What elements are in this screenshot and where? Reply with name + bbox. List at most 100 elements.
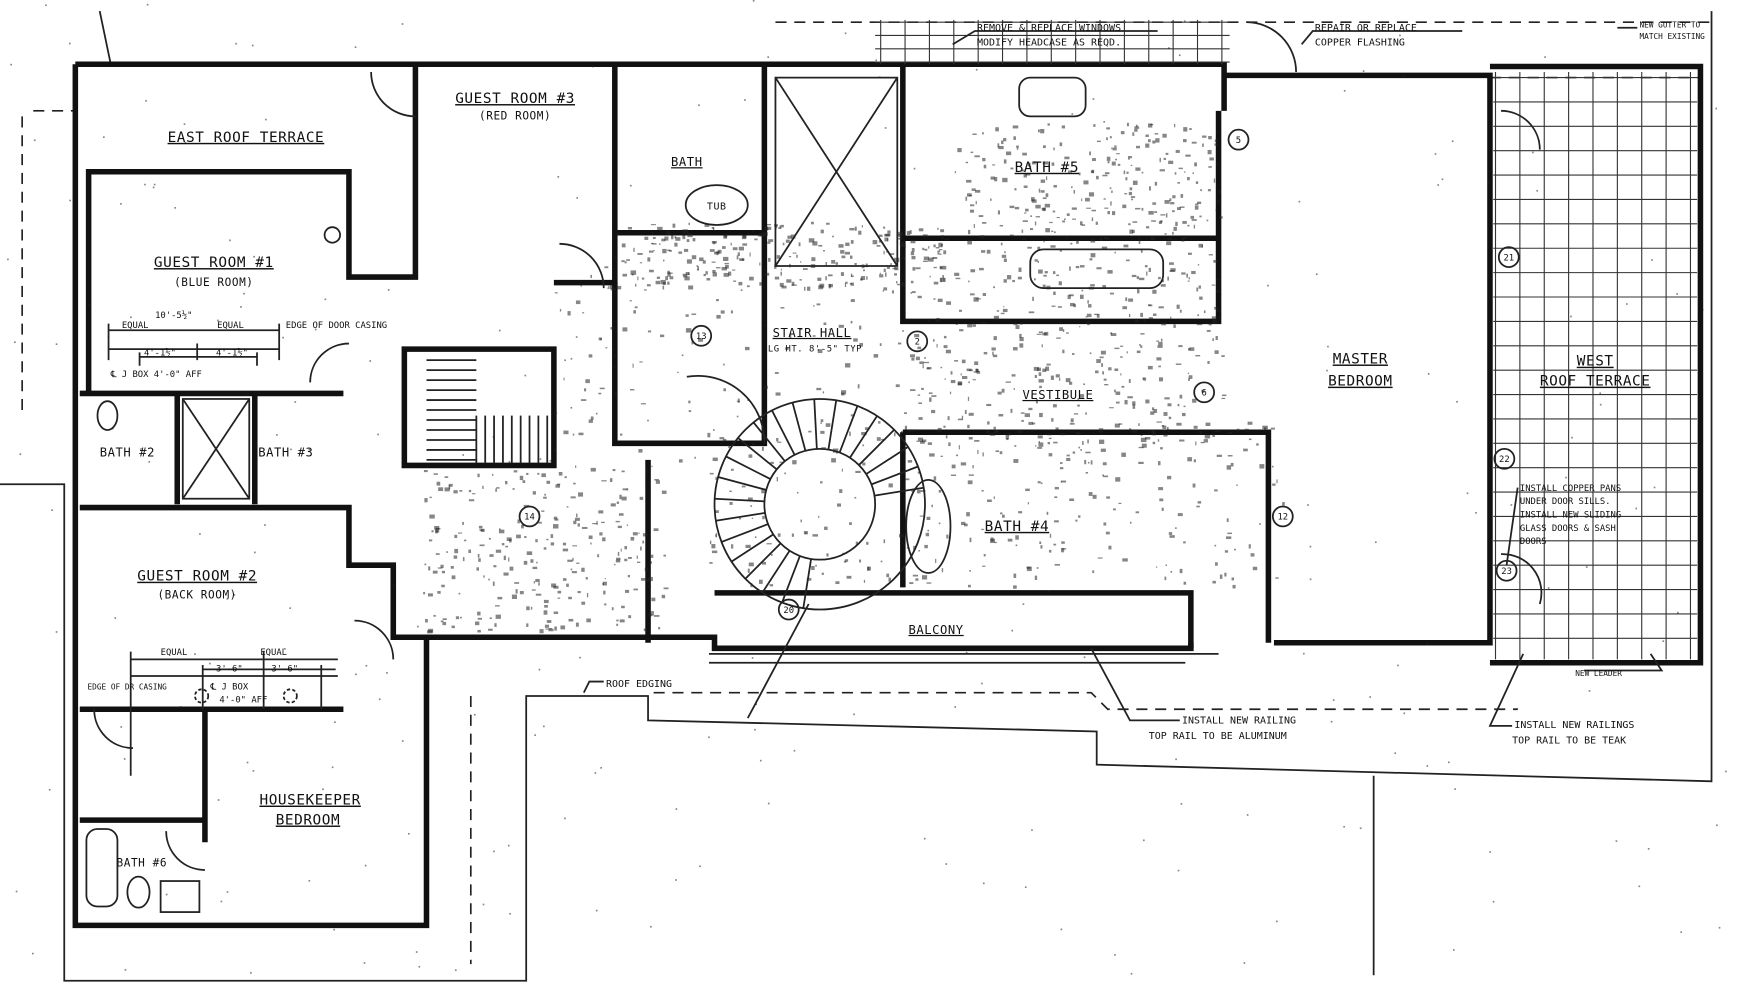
scan-speck	[1132, 180, 1138, 185]
scan-speck	[1005, 151, 1012, 156]
scan-speck	[641, 277, 645, 280]
stair-tread	[717, 476, 767, 491]
scan-speck	[1115, 401, 1120, 404]
scan-speck	[1067, 294, 1071, 300]
scan-speck	[649, 269, 654, 273]
scan-speck	[1071, 207, 1077, 210]
scan-speck	[145, 100, 147, 102]
scan-speck	[441, 584, 445, 588]
scan-speck	[253, 255, 255, 258]
scan-speck	[1151, 220, 1157, 222]
scan-speck	[144, 183, 146, 186]
scan-speck	[557, 175, 560, 178]
scan-speck	[577, 591, 581, 594]
scan-speck	[543, 725, 545, 728]
scan-speck	[1635, 507, 1638, 510]
scan-speck	[1270, 427, 1275, 430]
scan-speck	[526, 551, 533, 556]
scan-speck	[1101, 246, 1108, 249]
scan-speck	[1362, 70, 1365, 72]
scan-speck	[1202, 135, 1207, 138]
scan-speck	[535, 539, 538, 543]
scan-speck	[668, 272, 673, 274]
scan-speck	[970, 151, 974, 154]
scan-speck	[791, 281, 795, 286]
scan-speck	[575, 300, 581, 305]
scan-speck	[928, 245, 930, 249]
scan-speck	[544, 493, 546, 496]
tag-number: 23	[1501, 567, 1512, 577]
scan-speck	[768, 239, 774, 242]
scan-speck	[1106, 137, 1108, 141]
scan-speck	[1163, 157, 1166, 161]
scan-speck	[1107, 237, 1110, 240]
scan-speck	[1135, 207, 1141, 210]
scan-speck	[775, 224, 778, 229]
scan-speck	[1011, 629, 1014, 632]
scan-speck	[1492, 900, 1495, 903]
scan-speck	[910, 239, 916, 244]
scan-speck	[863, 579, 866, 583]
scan-speck	[663, 554, 666, 557]
scan-speck	[1052, 271, 1056, 275]
label-bath-5: BATH #5	[1015, 160, 1080, 176]
scan-speck	[866, 276, 868, 280]
scan-speck	[1276, 920, 1278, 923]
scan-speck	[768, 257, 771, 262]
scan-speck	[111, 427, 114, 430]
scan-speck	[1181, 238, 1185, 242]
scan-speck	[688, 272, 690, 276]
scan-speck	[617, 525, 622, 529]
scan-speck	[1138, 461, 1144, 465]
scan-speck	[1152, 140, 1156, 144]
scan-speck	[294, 401, 297, 403]
scan-speck	[732, 247, 738, 251]
scan-speck	[661, 490, 667, 494]
scan-speck	[622, 327, 628, 332]
scan-speck	[928, 392, 933, 394]
scan-speck	[1138, 423, 1140, 427]
scan-speck	[1434, 153, 1437, 155]
scan-speck	[1103, 198, 1106, 200]
scan-speck	[401, 23, 404, 25]
scan-speck	[1017, 276, 1022, 280]
label-west: WEST	[1577, 354, 1614, 370]
scan-speck	[1081, 224, 1086, 226]
scan-speck	[964, 409, 967, 415]
stair-tread	[721, 523, 769, 543]
scan-speck	[972, 379, 976, 381]
scan-speck	[334, 721, 336, 724]
scan-speck	[1102, 474, 1104, 477]
detail-tag: 20	[777, 598, 800, 621]
scan-speck	[314, 328, 317, 331]
scan-speck	[780, 307, 785, 309]
scan-speck	[712, 272, 717, 277]
scan-speck	[982, 157, 986, 162]
scan-speck	[715, 510, 719, 513]
scan-speck	[741, 485, 746, 488]
scan-speck	[1232, 584, 1236, 589]
scan-speck	[575, 465, 577, 468]
scan-speck	[928, 257, 934, 262]
scan-speck	[1022, 152, 1027, 156]
scan-speck	[545, 628, 550, 630]
scan-speck	[1007, 538, 1013, 542]
scan-speck	[980, 235, 985, 239]
scan-speck	[621, 496, 627, 501]
scan-speck	[1140, 312, 1144, 317]
scan-speck	[217, 799, 220, 801]
scan-speck	[1003, 279, 1007, 283]
scan-speck	[939, 253, 942, 255]
label-east-roof-terrace: EAST ROOF TERRACE	[168, 130, 325, 146]
scan-speck	[1109, 292, 1114, 295]
scan-speck	[747, 497, 753, 501]
scan-speck	[785, 347, 789, 350]
scan-speck	[1134, 128, 1138, 132]
scan-speck	[1215, 209, 1218, 212]
scan-speck	[1033, 366, 1039, 371]
scan-speck	[1118, 502, 1122, 505]
scan-speck	[36, 109, 39, 112]
scan-speck	[1165, 564, 1168, 566]
scan-speck	[1175, 363, 1182, 365]
scan-speck	[905, 478, 910, 481]
